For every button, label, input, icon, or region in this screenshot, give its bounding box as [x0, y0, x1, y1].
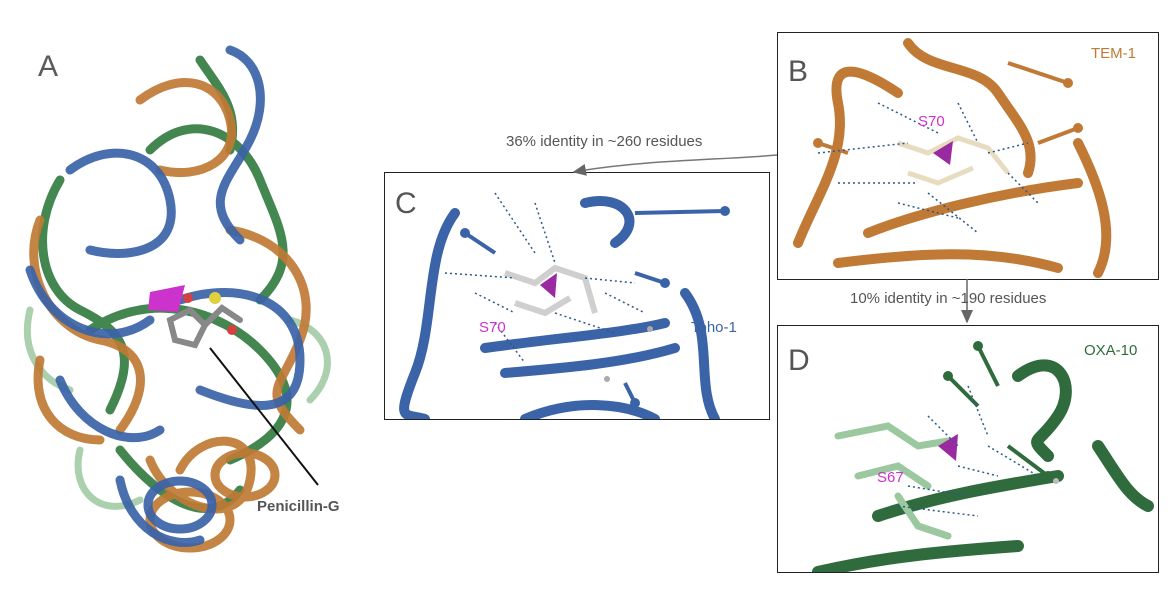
panel-c-structure — [399, 192, 730, 419]
tem1-label: TEM-1 — [1091, 45, 1136, 62]
panel-d-frame: D OXA-10 S67 — [777, 325, 1159, 573]
oxa10-serine-label: S67 — [877, 469, 904, 486]
panel-d-letter: D — [788, 344, 810, 377]
toho1-serine-label: S70 — [479, 319, 506, 336]
panel-d-structure — [812, 341, 1154, 572]
panel-b-structure — [793, 38, 1112, 278]
panel-c-letter: C — [395, 187, 417, 220]
toho1-label: Toho-1 — [691, 319, 737, 336]
panel-b-frame: B TEM-1 S70 — [777, 32, 1159, 280]
panel-a-letter: A — [38, 50, 59, 83]
penicillin-g-ligand — [166, 304, 243, 349]
panel-a-structure — [23, 45, 331, 553]
panel-c-frame: C Toho-1 S70 — [384, 172, 770, 420]
b-to-d-identity: 10% identity in ~190 residues — [850, 290, 1047, 307]
oxa10-label: OXA-10 — [1084, 342, 1138, 359]
b-to-c-identity: 36% identity in ~260 residues — [506, 133, 703, 150]
panel-b-letter: B — [788, 55, 809, 88]
tem1-serine-label: S70 — [918, 113, 945, 130]
ligand-label: Penicillin-G — [257, 498, 340, 515]
